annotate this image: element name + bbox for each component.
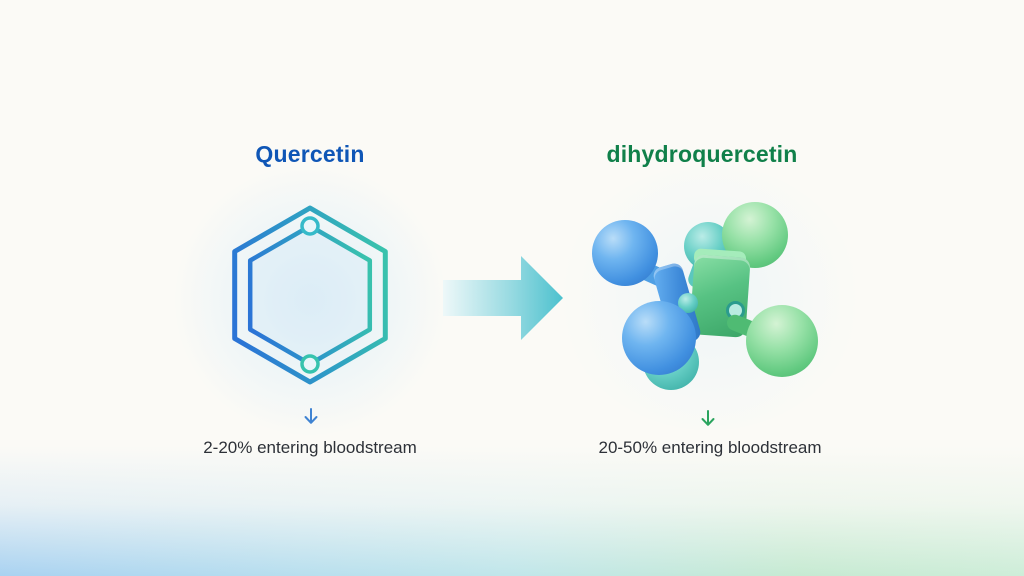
down-arrow-icon xyxy=(304,408,318,424)
sphere-blue-upper-left xyxy=(592,220,658,286)
molecule-3d-icon xyxy=(580,190,830,410)
bottom-gradient-band xyxy=(0,446,1024,576)
sphere-blue-lower-left xyxy=(622,301,696,375)
transform-arrow-icon xyxy=(443,256,563,340)
dihydroquercetin-bioavailability-caption: 20-50% entering bloodstream xyxy=(598,438,822,457)
quercetin-bioavailability-caption: 2-20% entering bloodstream xyxy=(203,438,417,457)
molecule-teal-stub xyxy=(678,293,698,313)
dihydroquercetin-title: dihydroquercetin xyxy=(606,141,798,167)
down-arrow-icon xyxy=(701,410,715,426)
sphere-green-lower-right xyxy=(746,305,818,377)
quercetin-title: Quercetin xyxy=(255,141,365,167)
hexagon-molecule-icon xyxy=(232,205,388,385)
